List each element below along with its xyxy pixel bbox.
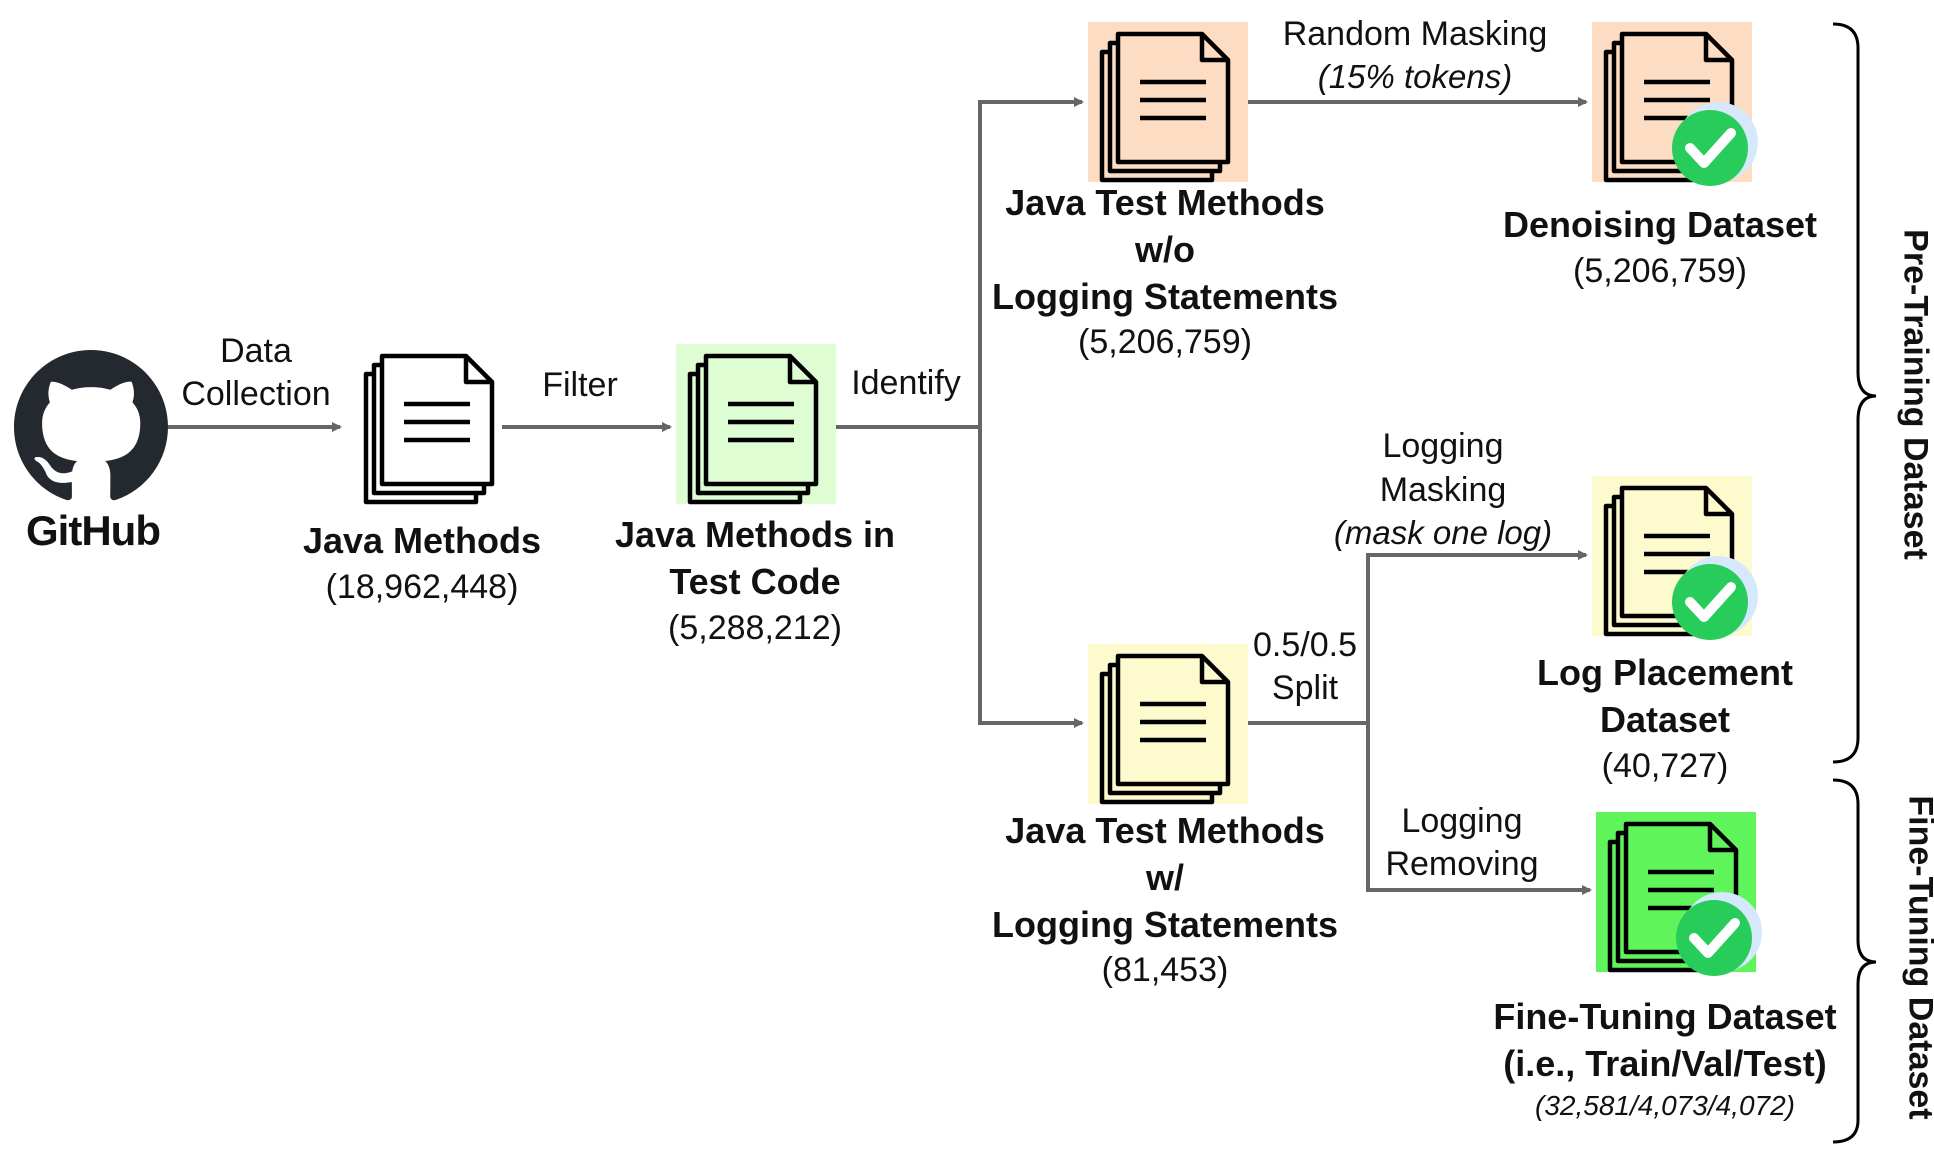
edge-label-line3: (mask one log): [1333, 514, 1553, 552]
check-circle: [1672, 564, 1748, 640]
brace-finetuning: [1832, 778, 1877, 1144]
node-title-line3: Logging Statements: [991, 275, 1338, 317]
denoising-label: Denoising Dataset (5,206,759): [1480, 202, 1840, 293]
log-placement-label: Log Placement Dataset (40,727): [1500, 650, 1830, 788]
node-title-line2: (i.e., Train/Val/Test): [1503, 1042, 1827, 1084]
node-title-line3: Logging Statements: [991, 903, 1338, 945]
fine-tuning-label: Fine-Tuning Dataset (i.e., Train/Val/Tes…: [1470, 994, 1860, 1124]
group-label-pretraining: Pre-Training Dataset: [1896, 229, 1934, 560]
node-count: (32,581/4,073/4,072): [1535, 1089, 1795, 1121]
edge-label-line1: Data: [220, 332, 292, 370]
github-label: GitHub: [26, 507, 161, 554]
node-title-line2: w/: [1145, 856, 1184, 898]
node-title-line1: Java Methods in: [614, 514, 896, 555]
document-stack-icon: [676, 344, 846, 519]
edge-label-line2: Collection: [181, 375, 331, 414]
node-count: (5,288,212): [668, 608, 842, 647]
edge-label-line1: 0.5/0.5: [1253, 626, 1357, 664]
node-title: Java Methods: [302, 520, 542, 561]
w-logging-label: Java Test Methods w/ Logging Statements …: [980, 808, 1350, 993]
edge-label-line1: Logging: [1382, 427, 1504, 465]
edge-label-logging-removing: Logging Removing: [1372, 800, 1552, 886]
node-count: (5,206,759): [1078, 323, 1252, 362]
node-count: (5,206,759): [1573, 251, 1747, 290]
document-stack-icon: [1592, 22, 1762, 197]
check-circle: [1672, 110, 1748, 186]
edge-label-line2: Split: [1271, 669, 1339, 708]
wo-logging-label: Java Test Methods w/o Logging Statements…: [980, 180, 1350, 365]
node-title-line2: Test Code: [669, 560, 841, 602]
github-icon: [14, 350, 168, 504]
document-stack-icon: [352, 344, 522, 519]
node-count: (81,453): [1101, 951, 1229, 990]
edge-label-logging-masking: Logging Masking (mask one log): [1318, 424, 1568, 555]
arrow-identify-up: [832, 97, 1084, 429]
node-title-line2: w/o: [1135, 228, 1195, 270]
node-title-line1: Java Test Methods: [1005, 810, 1325, 851]
edge-label-line2: (15% tokens): [1317, 58, 1513, 96]
node-title-line2: Dataset: [1599, 698, 1731, 740]
node-count: (40,727): [1601, 746, 1729, 785]
node-title-line1: Fine-Tuning Dataset: [1493, 996, 1837, 1037]
edge-label-identify: Identify: [851, 364, 961, 402]
node-title: Denoising Dataset: [1502, 204, 1818, 245]
document-stack-icon: [1088, 644, 1258, 819]
node-title-line1: Log Placement: [1536, 652, 1794, 693]
edge-label-line1: Random Masking: [1282, 15, 1548, 53]
group-label-finetuning: Fine-Tuning Dataset: [1901, 795, 1934, 1120]
edge-label-split: 0.5/0.5 Split: [1240, 624, 1370, 710]
edge-label-line1: Logging: [1401, 802, 1523, 840]
test-code-label: Java Methods in Test Code (5,288,212): [590, 512, 920, 650]
edge-label-data-collection: Data Collection: [166, 330, 346, 416]
document-stack-icon: [1088, 22, 1258, 197]
arrow-split: [1242, 550, 1588, 725]
edge-label-line2: Removing: [1385, 845, 1539, 884]
node-count: (18,962,448): [325, 567, 519, 606]
edge-label-filter: Filter: [542, 366, 618, 404]
java-methods-label: Java Methods (18,962,448): [285, 518, 559, 609]
document-stack-icon: [1592, 476, 1762, 651]
brace-pretraining: [1832, 22, 1877, 764]
arrow-identify-down: [978, 427, 1084, 728]
edge-label-random-masking: Random Masking (15% tokens): [1250, 12, 1580, 99]
node-title-line1: Java Test Methods: [1005, 182, 1325, 223]
edge-label-line2: Masking: [1379, 471, 1507, 510]
document-stack-icon: [1596, 812, 1766, 987]
arrow-logging-removing: [1366, 723, 1592, 895]
check-circle: [1676, 900, 1752, 976]
